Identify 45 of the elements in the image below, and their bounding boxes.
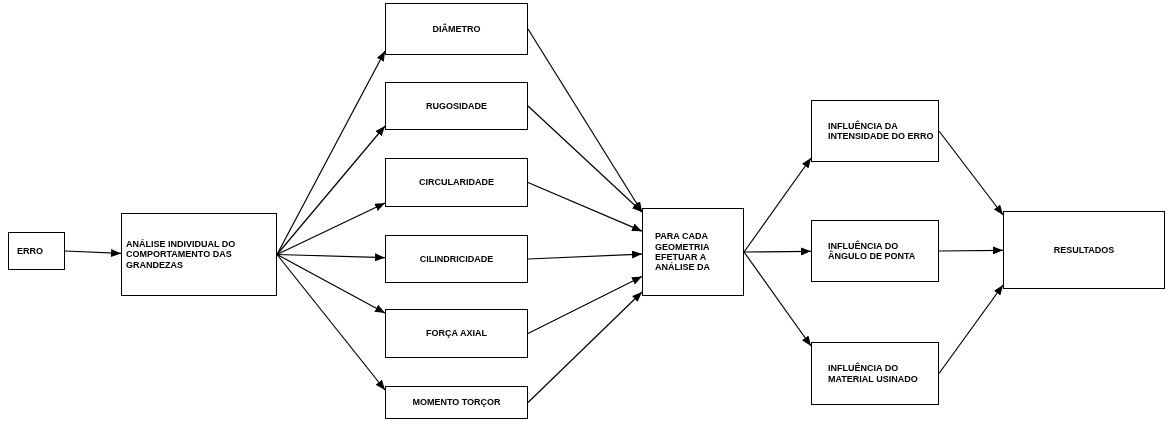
- box-label: RUGOSIDADE: [426, 100, 487, 112]
- process-box: [385, 3, 528, 55]
- process-box: [811, 100, 939, 162]
- box-label: PARA CADA GEOMETRIA EFETUAR A ANÁLISE DA: [655, 231, 711, 273]
- arrow: [527, 28, 643, 213]
- box-label: CIRCULARIDADE: [419, 177, 494, 188]
- arrow: [527, 181, 643, 232]
- arrow: [527, 250, 643, 260]
- process-box: [1003, 211, 1165, 289]
- arrow: [276, 202, 386, 256]
- arrow: [938, 130, 1004, 216]
- box-label: CILINDRICIDADE: [419, 253, 494, 265]
- arrow: [527, 275, 643, 335]
- box-label: INFLUÊNCIA DO MATERIAL USINADO: [828, 363, 919, 384]
- process-box: [811, 342, 939, 405]
- box-label: RESULTADOS: [1053, 244, 1115, 256]
- arrow: [276, 50, 386, 256]
- process-box: [385, 235, 528, 283]
- arrow: [276, 253, 386, 391]
- process-box: [385, 158, 528, 207]
- arrow: [276, 253, 386, 262]
- box-label: INFLUÊNCIA DO ÂNGULO DE PONTA: [828, 240, 917, 262]
- arrow: [743, 251, 812, 347]
- box-label: FORÇA AXIAL: [426, 328, 487, 339]
- process-box: [385, 386, 528, 419]
- process-box: [8, 232, 65, 270]
- arrow: [64, 249, 122, 257]
- arrow: [527, 105, 643, 213]
- arrow: [276, 125, 386, 256]
- arrow: [743, 247, 812, 256]
- arrow: [938, 284, 1004, 375]
- process-box: [385, 82, 528, 130]
- process-box: [385, 309, 528, 358]
- process-box: [642, 208, 744, 296]
- process-box: [811, 220, 939, 282]
- arrow: [938, 246, 1004, 255]
- box-label: ERRO: [17, 245, 43, 257]
- box-label: MOMENTO TORÇOR: [412, 397, 501, 408]
- arrow: [743, 157, 812, 253]
- arrow: [527, 291, 643, 404]
- process-box: [121, 213, 277, 296]
- box-label: ANÁLISE INDIVIDUAL DO COMPORTAMENTO DAS GRANDEZAS: [126, 239, 237, 270]
- box-label: DIÂMETRO: [432, 23, 481, 35]
- box-label: INFLUÊNCIA DA INTENSIDADE DO ERRO: [828, 120, 934, 142]
- arrow: [276, 253, 386, 314]
